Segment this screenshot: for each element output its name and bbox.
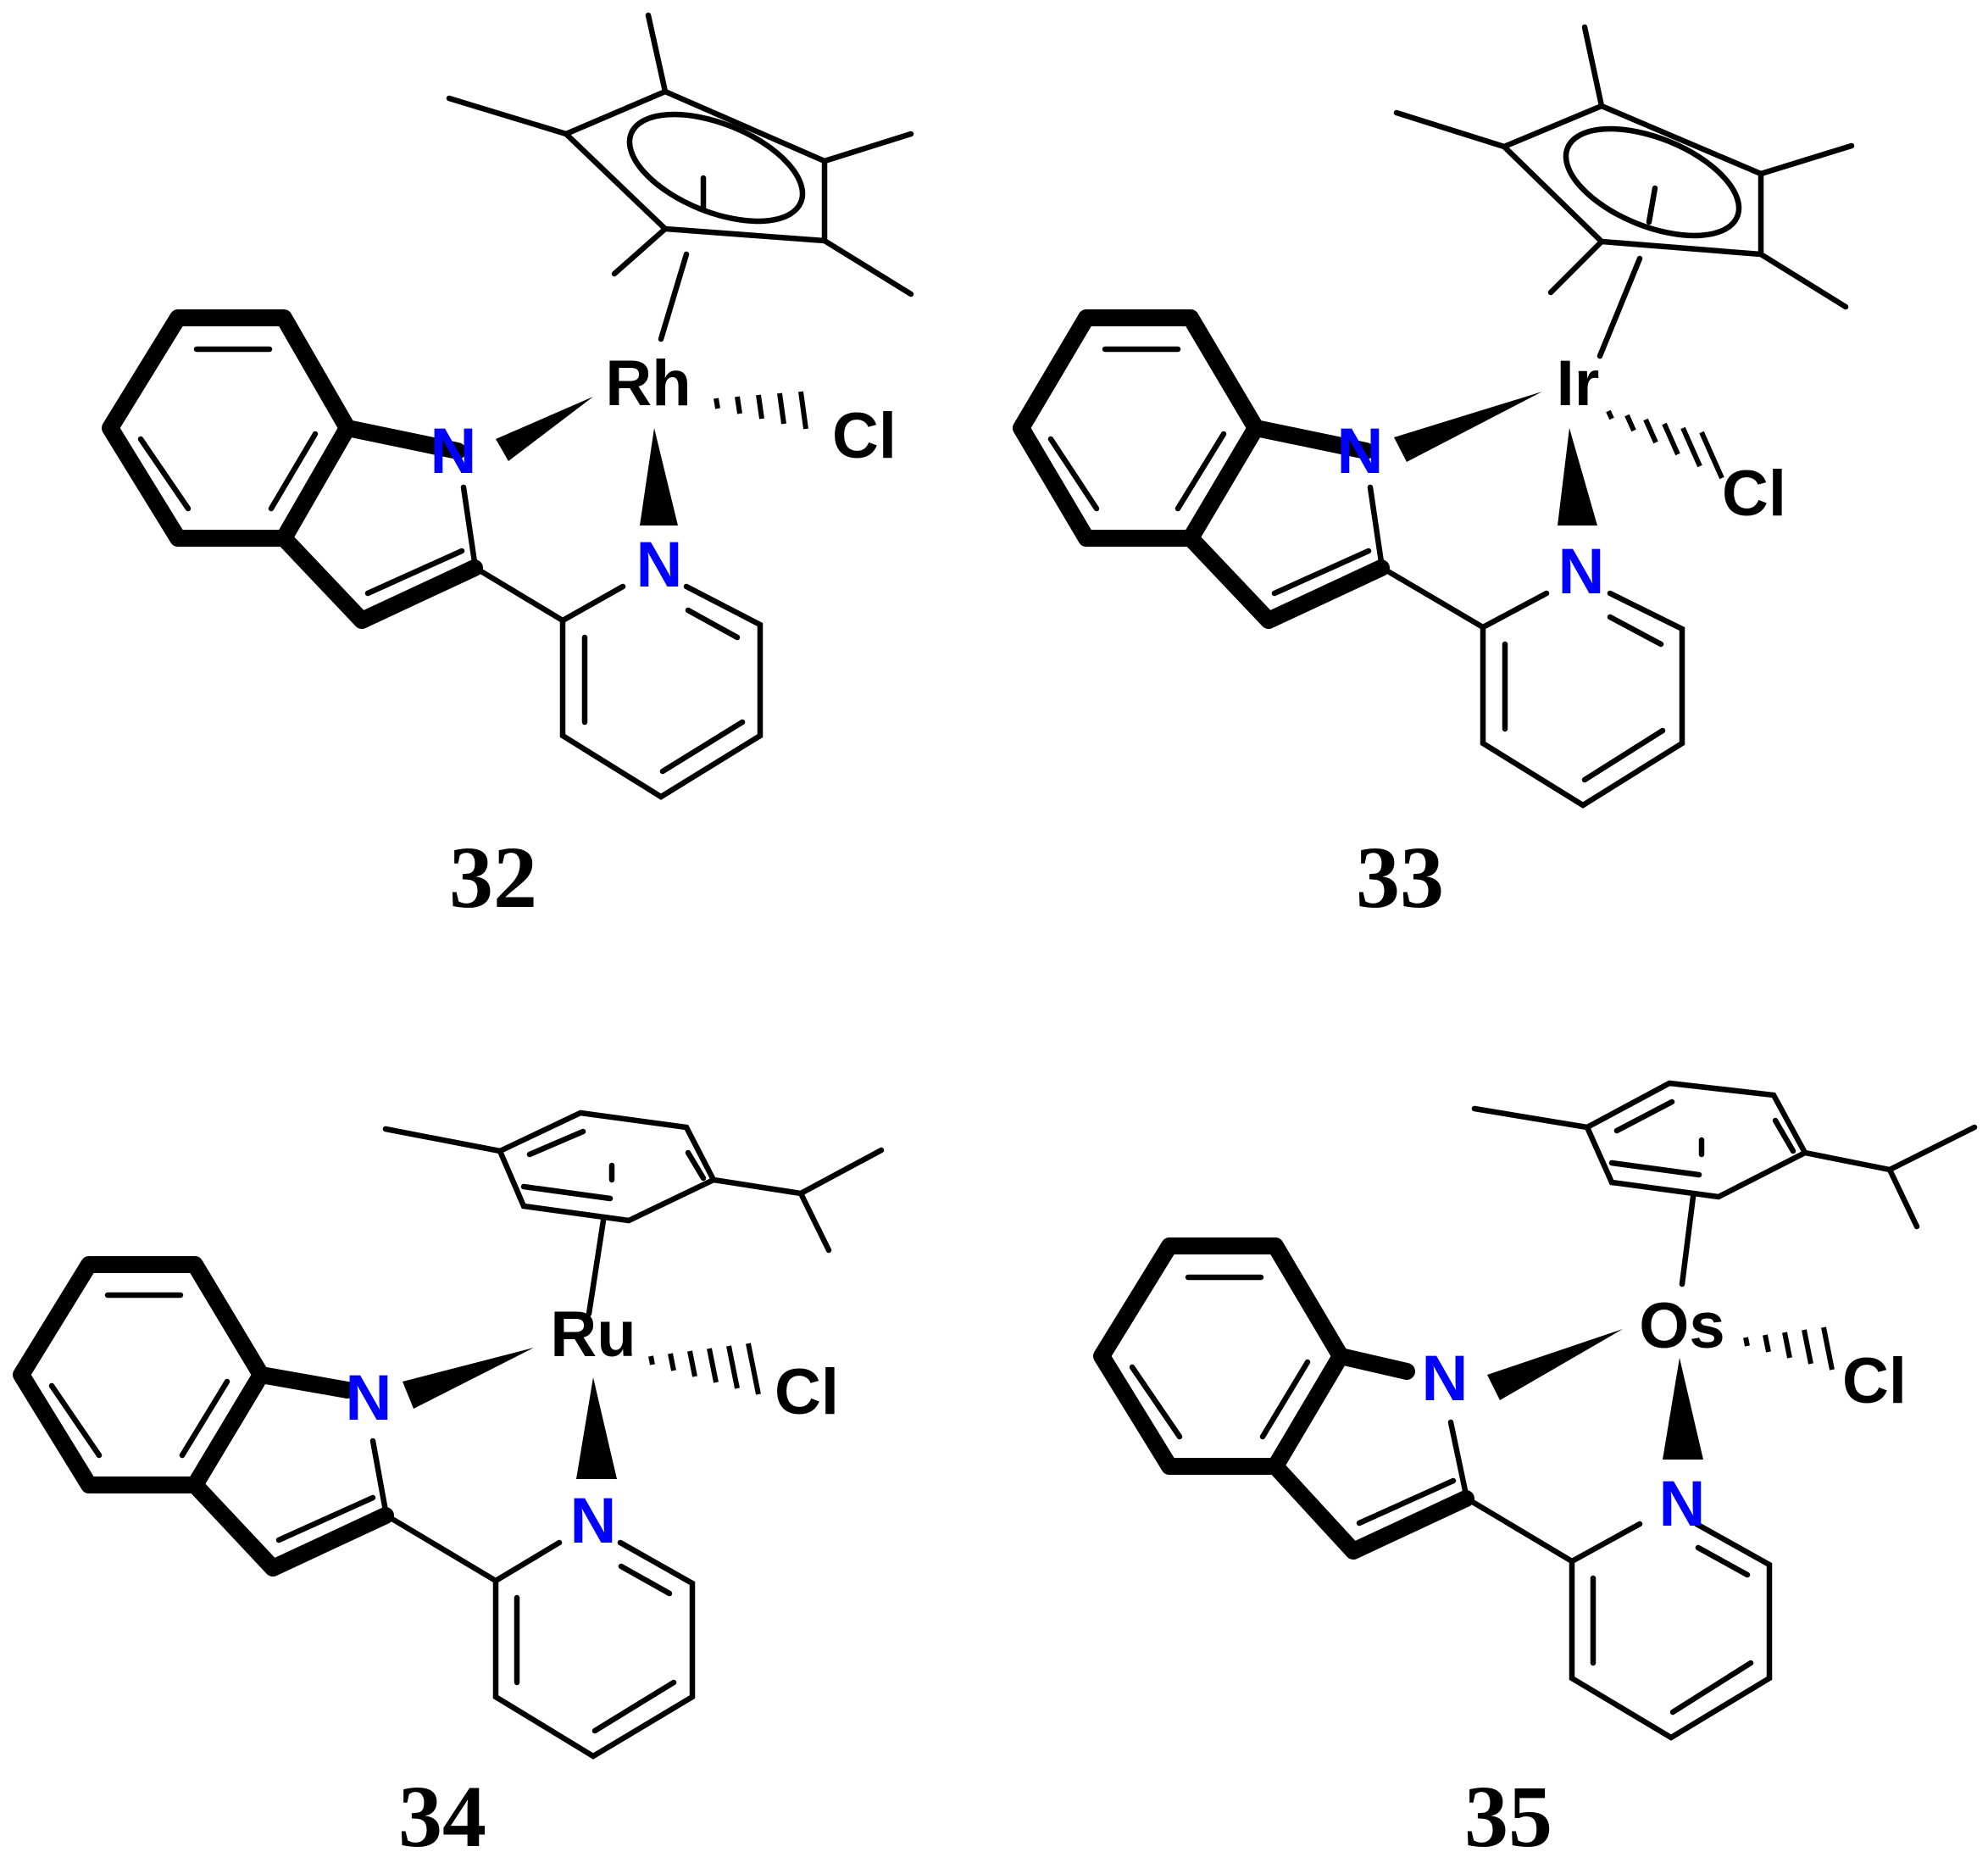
- ru-cl-hash: [648, 1343, 761, 1395]
- pyridine-ring: [383, 1512, 696, 1760]
- chloride-label: Cl: [832, 400, 897, 472]
- indole-nitrogen-label: N: [346, 1362, 392, 1434]
- n-rh-wedge: [496, 397, 593, 461]
- compound-label: 34: [398, 1768, 486, 1863]
- chloride-label: Cl: [1722, 458, 1786, 530]
- n-ir-wedge: [1394, 392, 1542, 462]
- indole-nitrogen-label: N: [430, 415, 477, 487]
- compound-33: Ir Cl N N 33: [1013, 24, 1855, 926]
- indole-nitrogen-label: N: [1422, 1343, 1469, 1415]
- n-ru-wedge: [403, 1348, 534, 1409]
- metal-label: Rh: [605, 348, 691, 420]
- indole-ring: [13, 1256, 394, 1577]
- pyridine-ring: [472, 564, 764, 800]
- chloride-label: Cl: [1842, 1345, 1907, 1417]
- metal-label: Ir: [1557, 348, 1600, 420]
- cp-star-ring: [446, 12, 914, 342]
- cp-star-ring: [1393, 24, 1855, 359]
- compound-label: 35: [1464, 1768, 1552, 1863]
- pyridine-nitrogen-label: N: [1659, 1468, 1706, 1540]
- p-cymene-ring: [1471, 1080, 1978, 1287]
- compound-35: Os Cl N N 35: [1093, 1080, 1978, 1863]
- indole-nitrogen-label: N: [1337, 415, 1384, 487]
- indole-ring: [1013, 309, 1390, 629]
- pyridine-ring: [1379, 564, 1685, 809]
- metal-label: Ru: [550, 1299, 636, 1371]
- ru-n-wedge: [576, 1377, 617, 1479]
- n-os-wedge: [1487, 1329, 1623, 1400]
- compound-32: Rh Cl N N 32: [102, 12, 914, 926]
- p-cymene-ring: [382, 1109, 885, 1317]
- compound-label: 32: [449, 829, 537, 926]
- compound-label: 33: [1356, 829, 1444, 926]
- pyridine-ring: [1463, 1495, 1773, 1741]
- ir-n-wedge: [1558, 428, 1597, 526]
- os-n-wedge: [1663, 1358, 1703, 1460]
- chloride-label: Cl: [775, 1356, 839, 1428]
- os-cl-hash: [1743, 1326, 1835, 1371]
- ir-cl-hash: [1606, 409, 1724, 480]
- pyridine-nitrogen-label: N: [636, 529, 683, 601]
- compound-34: Ru Cl N N 34: [13, 1109, 885, 1863]
- indole-ring: [102, 309, 483, 629]
- indole-ring: [1093, 1237, 1474, 1560]
- metal-label: Os: [1639, 1290, 1724, 1362]
- pyridine-nitrogen-label: N: [1558, 536, 1605, 608]
- rh-n-wedge: [640, 428, 678, 526]
- pyridine-nitrogen-label: N: [570, 1485, 617, 1557]
- rh-cl-hash: [714, 391, 808, 430]
